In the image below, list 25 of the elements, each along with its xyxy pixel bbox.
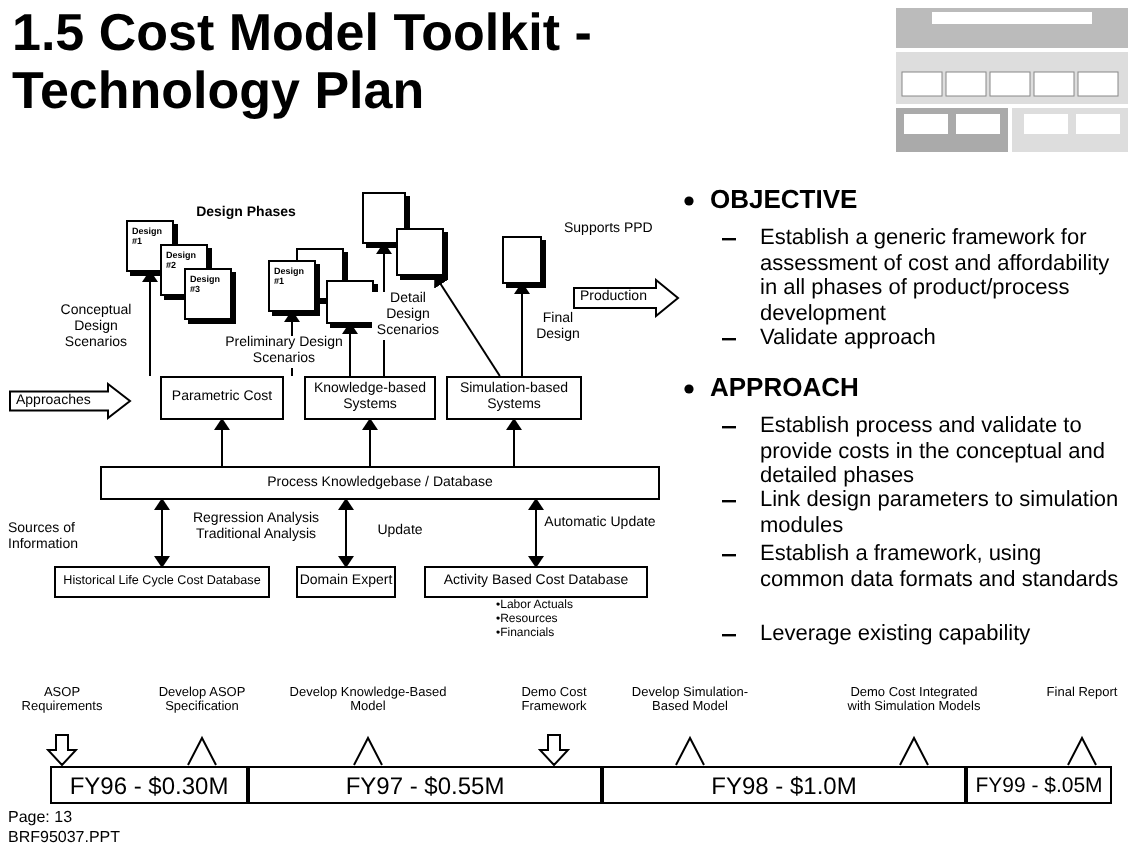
arrow	[338, 498, 354, 568]
document-sheet	[362, 192, 406, 244]
bullet-text: Link design parameters to simulation modules	[760, 488, 1120, 539]
footer-text: Page: 13	[8, 808, 75, 827]
arrow	[362, 418, 378, 467]
bullet-text: Establish a generic framework for assessment of cost and affordability in all phases of product/process development	[760, 226, 1112, 328]
document-sheet	[326, 280, 374, 324]
bullet-text: Establish a framework, using common data formats and standards	[760, 542, 1120, 593]
arrow	[342, 322, 358, 377]
arrow	[528, 498, 544, 568]
arrow	[506, 418, 522, 467]
document-sheet	[396, 228, 444, 276]
arrow	[214, 418, 230, 467]
footer-text: BRF95037.PPT	[8, 828, 123, 847]
bullet-heading: OBJECTIVE	[710, 186, 860, 216]
bullet-text: Establish process and validate to provide costs in the conceptual and detailed phases	[760, 414, 1107, 490]
arrow	[514, 282, 530, 377]
document-sheet	[502, 236, 542, 284]
bullet-text: Validate approach	[760, 326, 938, 352]
arrow	[434, 274, 501, 377]
arrow	[154, 498, 170, 568]
arrow	[142, 270, 158, 377]
bullet-text: Leverage existing capability	[760, 622, 1033, 648]
bullet-heading: APPROACH	[710, 374, 861, 404]
slide-title: 1.5 Cost Model Toolkit - Technology Plan	[12, 4, 594, 120]
